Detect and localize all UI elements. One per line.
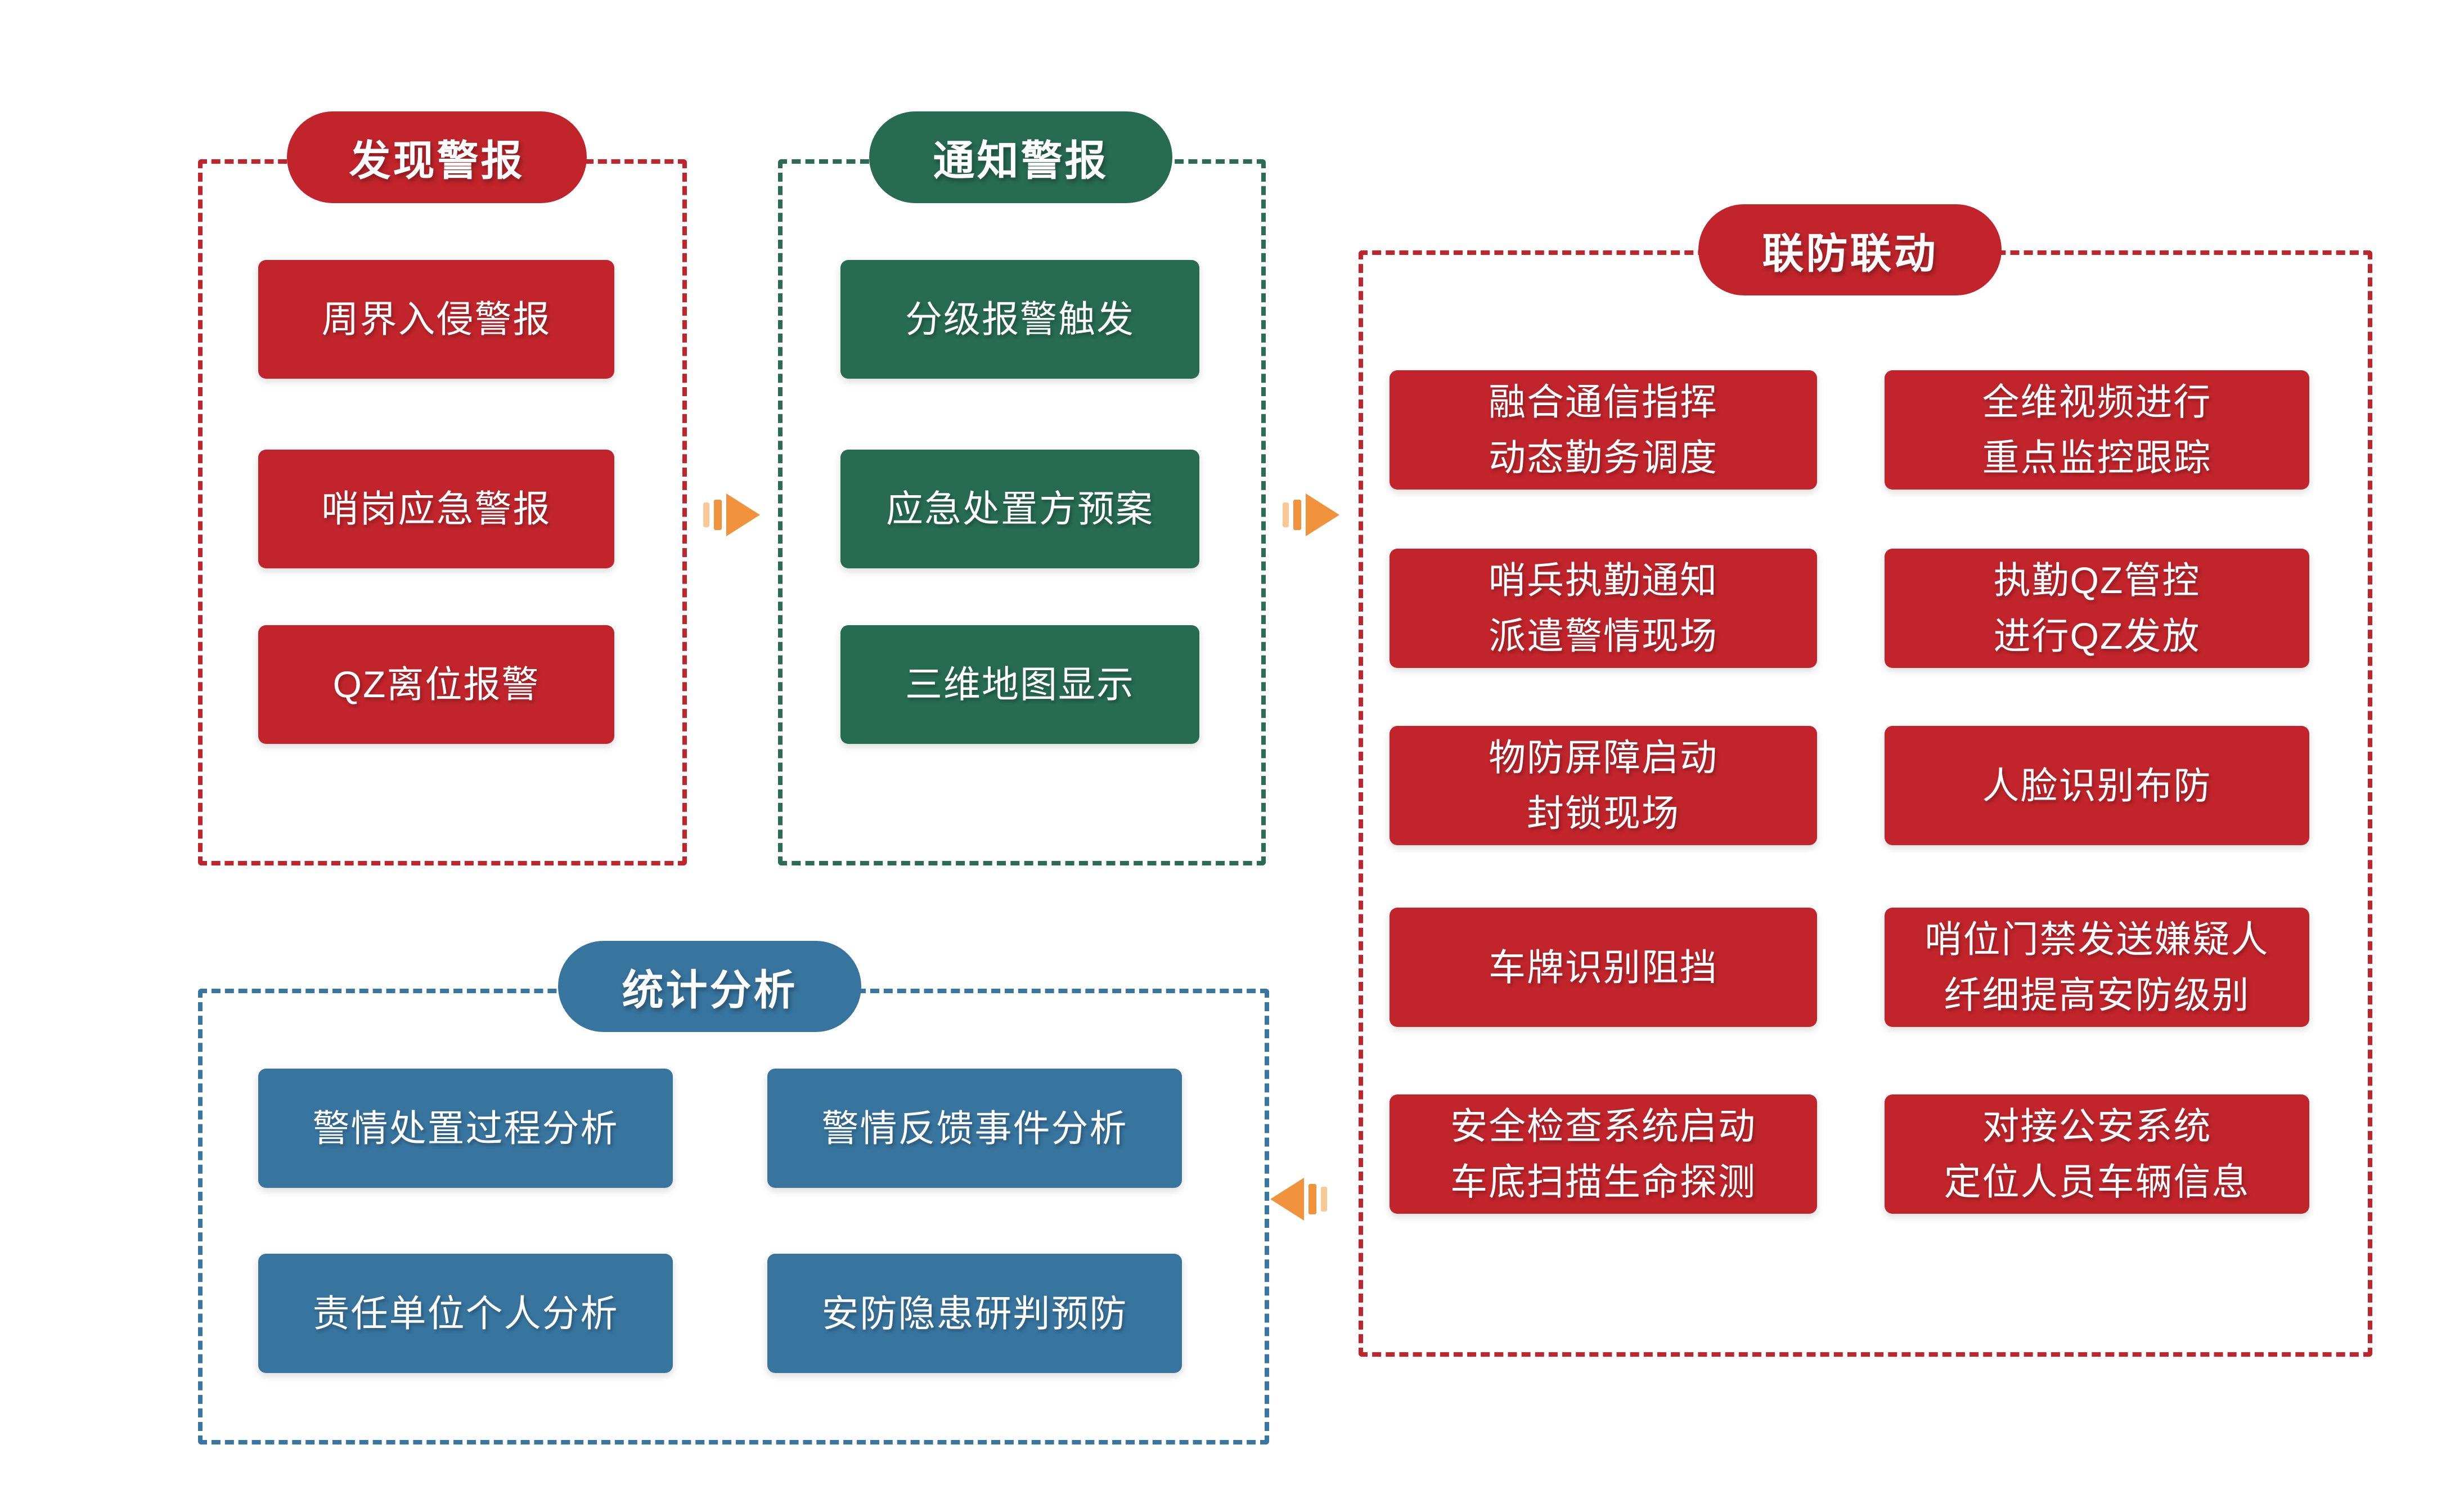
- node-plate-recognition-block: 车牌识别阻挡: [1390, 908, 1817, 1027]
- node-hidden-danger-judgement-prevention: 安防隐患研判预防: [767, 1254, 1182, 1373]
- node-sentry-emergency-alarm: 哨岗应急警报: [258, 450, 614, 568]
- arrow-stripe: [703, 503, 709, 527]
- node-perimeter-intrusion-alarm: 周界入侵警报: [258, 260, 614, 379]
- arrow-stripe: [1309, 1184, 1316, 1214]
- flow-arrow-right-icon-2: [1283, 493, 1339, 536]
- node-emergency-response-plan: 应急处置方预案: [840, 450, 1199, 568]
- panel-statistical-analysis: [198, 989, 1269, 1444]
- node-fused-comm-command-dispatch: 融合通信指挥 动态勤务调度: [1390, 370, 1817, 490]
- node-face-recognition-deployment: 人脸识别布防: [1885, 726, 2309, 845]
- header-statistical-analysis: 统计分析: [558, 941, 861, 1032]
- node-sentry-access-suspect-alert: 哨位门禁发送嫌疑人 纤细提高安防级别: [1885, 908, 2309, 1027]
- arrow-stripe: [1293, 500, 1301, 530]
- header-discover-alarm: 发现警报: [287, 111, 587, 203]
- node-physical-barrier-lockdown: 物防屏障启动 封锁现场: [1390, 726, 1817, 845]
- node-sentry-duty-notify-dispatch: 哨兵执勤通知 派遣警情现场: [1390, 549, 1817, 668]
- node-police-system-locate-info: 对接公安系统 定位人员车辆信息: [1885, 1094, 2309, 1214]
- arrow-stripe: [714, 500, 722, 530]
- node-graded-alarm-trigger: 分级报警触发: [840, 260, 1199, 379]
- arrow-head: [726, 493, 760, 536]
- node-alarm-handling-process-analysis: 警情处置过程分析: [258, 1069, 673, 1188]
- header-notify-alarm: 通知警报: [869, 111, 1172, 203]
- node-alarm-feedback-event-analysis: 警情反馈事件分析: [767, 1069, 1182, 1188]
- node-qz-offposition-alarm: QZ离位报警: [258, 625, 614, 744]
- flow-arrow-right-icon-1: [703, 493, 760, 536]
- node-duty-qz-control-issue: 执勤QZ管控 进行QZ发放: [1885, 549, 2309, 668]
- node-omni-video-key-monitoring: 全维视频进行 重点监控跟踪: [1885, 370, 2309, 490]
- flow-arrow-left-icon: [1270, 1178, 1327, 1221]
- arrow-stripe: [1283, 503, 1289, 527]
- arrow-head: [1306, 493, 1339, 536]
- header-joint-defense-linkage: 联防联动: [1698, 204, 2002, 295]
- node-3d-map-display: 三维地图显示: [840, 625, 1199, 744]
- node-responsible-unit-person-analysis: 责任单位个人分析: [258, 1254, 673, 1373]
- arrow-head: [1270, 1178, 1304, 1221]
- node-security-check-underbody-scan: 安全检查系统启动 车底扫描生命探测: [1390, 1094, 1817, 1214]
- arrow-stripe: [1321, 1187, 1327, 1212]
